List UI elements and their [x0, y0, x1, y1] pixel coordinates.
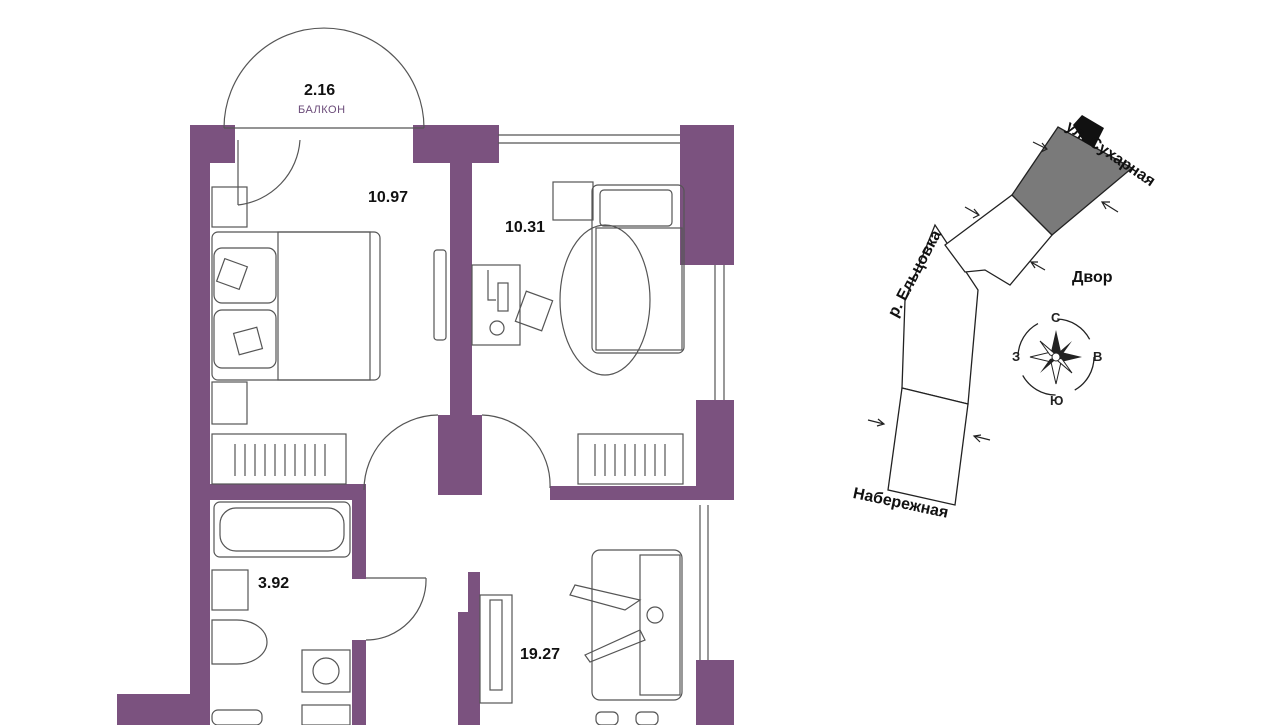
- compass-north: С: [1051, 310, 1061, 325]
- compass: [1017, 318, 1095, 396]
- balcony-area: 2.16: [304, 82, 336, 99]
- compass-west: З: [1012, 349, 1021, 364]
- bathroom-area: 3.92: [258, 575, 290, 592]
- compass-east: В: [1093, 349, 1103, 364]
- kids-room-area: 10.31: [505, 219, 546, 236]
- balcony-name: БАЛКОН: [298, 104, 346, 116]
- furniture: [211, 27, 725, 725]
- site-map: [867, 115, 1134, 506]
- walls: [117, 125, 734, 725]
- compass-south: Ю: [1050, 393, 1064, 408]
- yard-label: Двор: [1072, 269, 1113, 286]
- living-room-area: 19.27: [520, 646, 561, 663]
- bedroom-area: 10.97: [368, 189, 409, 206]
